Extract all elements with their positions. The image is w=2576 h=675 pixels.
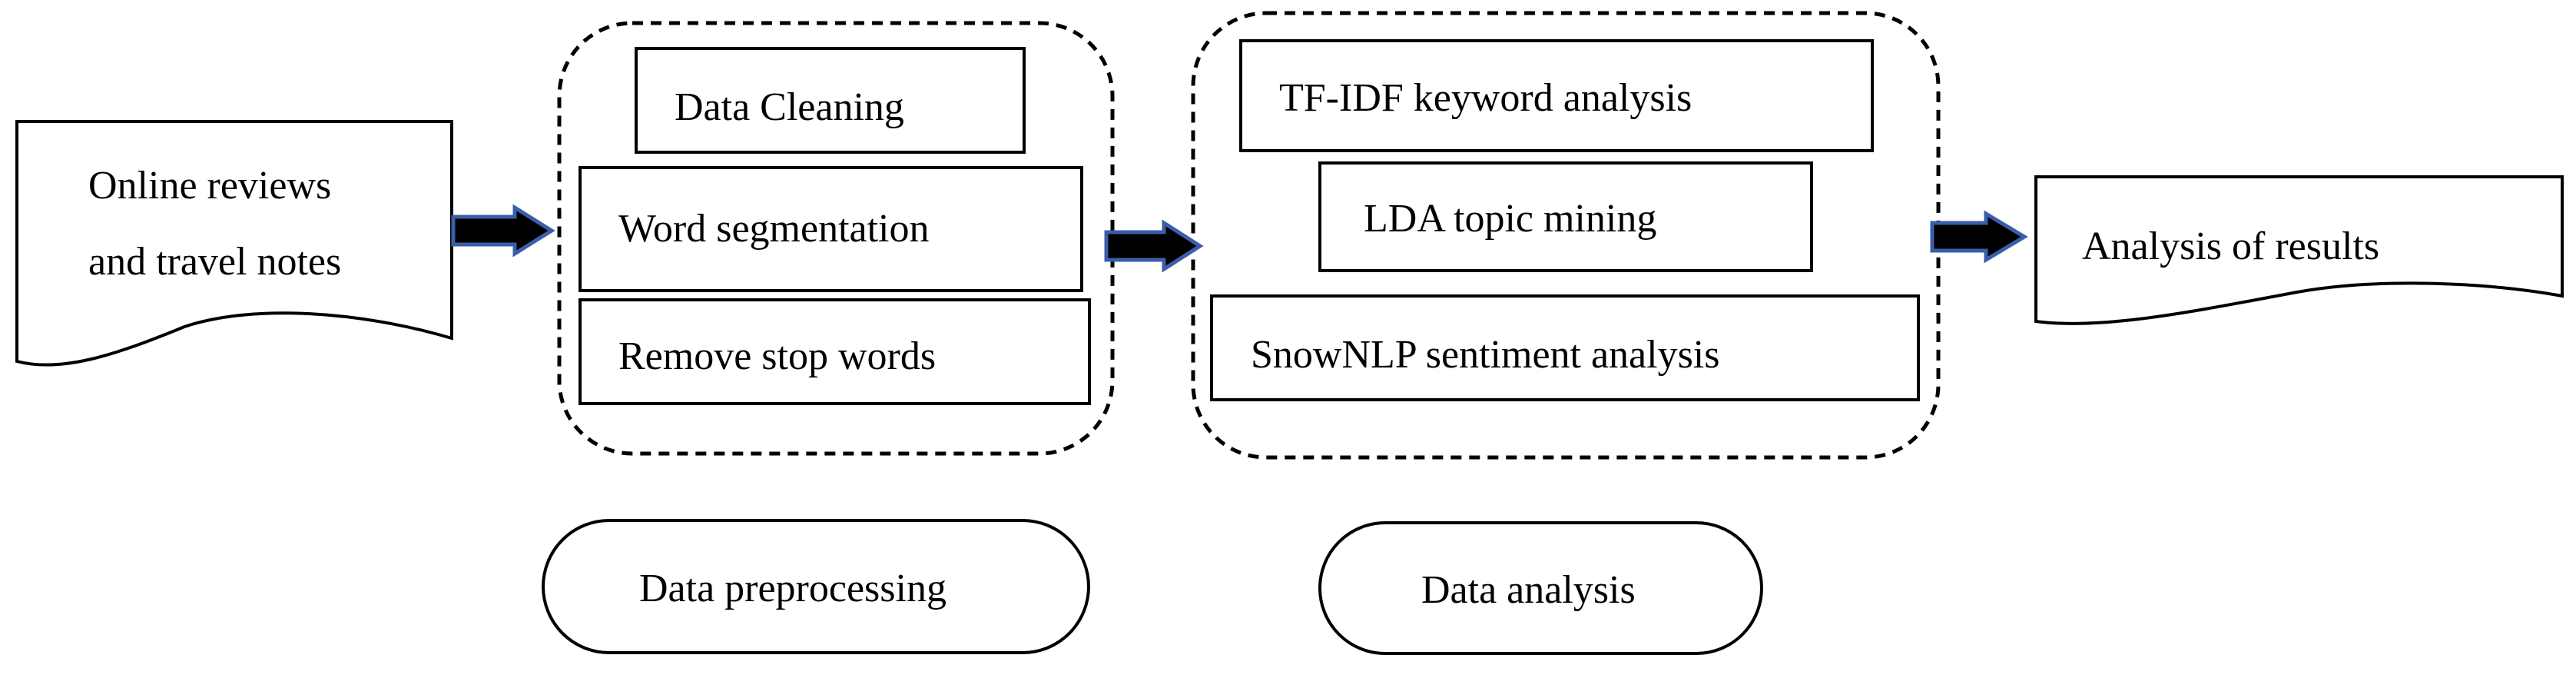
step-label-lda: LDA topic mining xyxy=(1364,197,1657,241)
step-box-remove-stop-words xyxy=(579,298,1091,405)
caption-pill-preprocessing xyxy=(542,519,1090,654)
step-box-snownlp xyxy=(1210,294,1920,401)
step-label-snownlp: SnowNLP sentiment analysis xyxy=(1251,333,1720,377)
step-box-word-segmentation xyxy=(579,166,1083,292)
step-box-tfidf xyxy=(1239,39,1874,152)
step-box-lda xyxy=(1318,161,1813,272)
arrow-right-icon xyxy=(1104,219,1204,273)
caption-analysis: Data analysis xyxy=(1421,568,1636,612)
preprocessing-group xyxy=(557,21,1115,456)
step-label-remove-stop-words: Remove stop words xyxy=(618,334,937,378)
arrow-right-icon xyxy=(1930,210,2028,264)
caption-pill-analysis xyxy=(1318,521,1763,655)
result-label: Analysis of results xyxy=(2082,224,2380,268)
step-label-tfidf: TF-IDF keyword analysis xyxy=(1279,76,1692,120)
step-label-data-cleaning: Data Cleaning xyxy=(675,85,904,129)
analysis-group xyxy=(1191,11,1941,460)
result-document-shape xyxy=(2034,175,2564,325)
caption-preprocessing: Data preprocessing xyxy=(639,567,947,610)
step-box-data-cleaning xyxy=(635,47,1026,154)
source-label-line1: Online reviews xyxy=(88,164,332,208)
source-document-shape xyxy=(15,120,453,367)
arrow-right-icon xyxy=(451,204,555,258)
step-label-word-segmentation: Word segmentation xyxy=(618,207,930,251)
source-label-line2: and travel notes xyxy=(88,240,342,284)
